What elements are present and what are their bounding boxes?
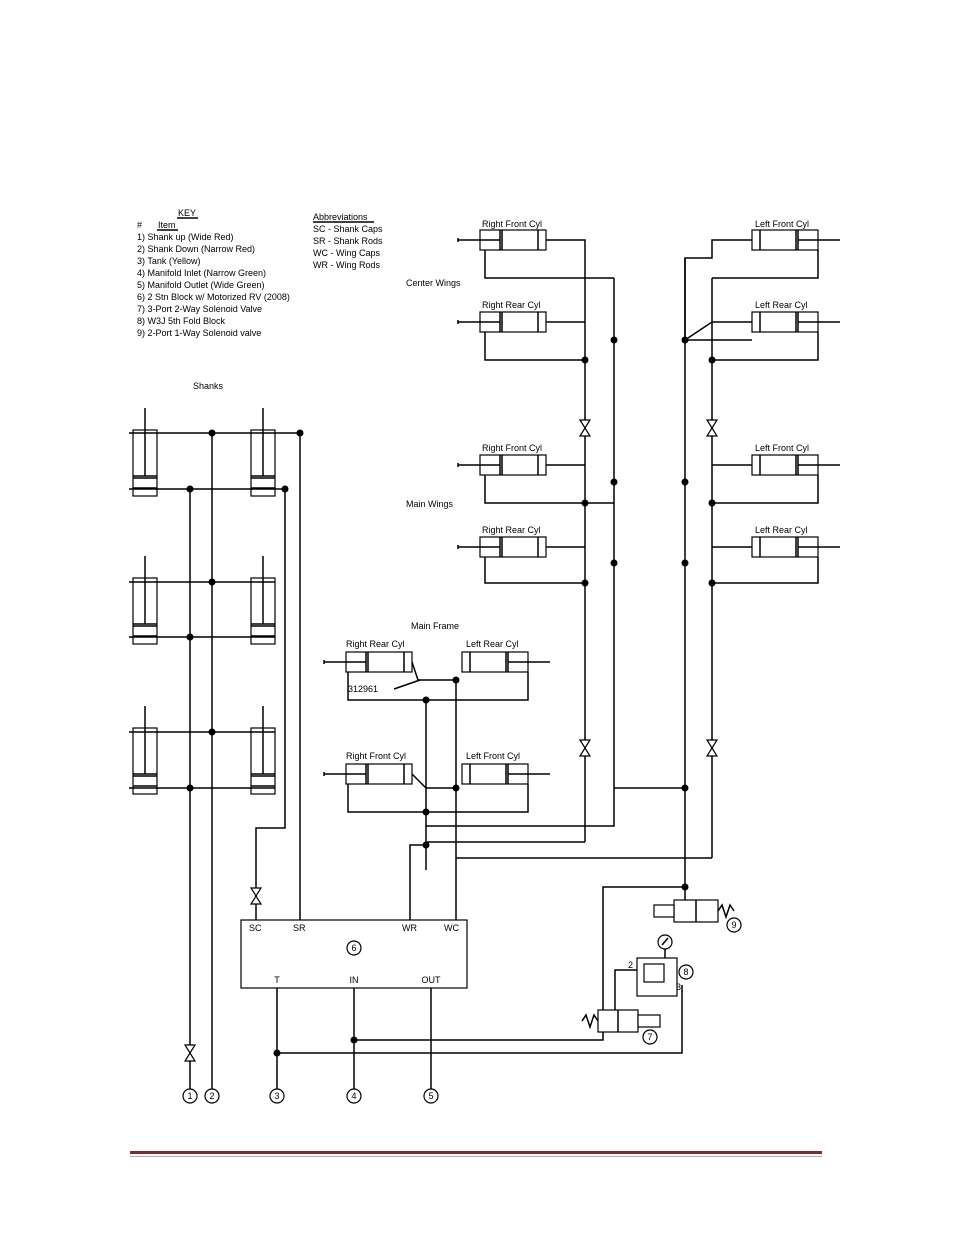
right-wing-lines — [484, 239, 685, 842]
main-frame-left-front: Left Front Cyl — [461, 751, 551, 785]
key-item: 3) Tank (Yellow) — [137, 256, 201, 266]
block-port-top: WC — [444, 923, 459, 933]
valve-7-label: 7 — [647, 1032, 652, 1042]
line-numbers: 1 2 3 4 5 — [182, 1088, 439, 1104]
block-port-top: SR — [293, 923, 306, 933]
line-number-badge — [204, 1088, 220, 1104]
center-wing-left-front: Left Front Cyl — [751, 219, 841, 251]
cyl-label: Left Rear Cyl — [466, 639, 519, 649]
check-valve-icon — [706, 739, 718, 757]
footer-rule — [130, 1151, 822, 1154]
key-item: 7) 3-Port 2-Way Solenoid Valve — [137, 304, 262, 314]
line-number-badge — [346, 1088, 362, 1104]
cyl-label: Left Front Cyl — [466, 751, 520, 761]
line-number: 5 — [428, 1091, 433, 1101]
key-item: 1) Shank up (Wide Red) — [137, 232, 234, 242]
key-item: 2) Shank Down (Narrow Red) — [137, 244, 255, 254]
line-number: 3 — [274, 1091, 279, 1101]
center-wing-right-rear: Right Rear Cyl — [457, 300, 547, 333]
shank-cylinders — [132, 407, 276, 795]
main-wing-right-front: Right Front Cyl — [457, 443, 547, 476]
abbreviations-title: Abbreviations — [313, 212, 368, 222]
cyl-label: Left Front Cyl — [755, 219, 809, 229]
abbreviation-item: SC - Shank Caps — [313, 224, 383, 234]
part-number: 312961 — [348, 684, 378, 694]
cyl-label: Right Front Cyl — [482, 219, 542, 229]
port-2-label: 2 — [628, 960, 633, 970]
line-number: 2 — [209, 1091, 214, 1101]
center-wing-left-rear: Left Rear Cyl — [751, 300, 841, 333]
section-center-wings: Center Wings — [406, 278, 461, 288]
valve-system: 9 8 2 3 7 — [581, 883, 742, 1045]
line-number-badge — [182, 1088, 198, 1104]
main-wing-left-front: Left Front Cyl — [751, 443, 841, 476]
left-wing-lines — [684, 239, 819, 887]
cyl-label: Left Rear Cyl — [755, 300, 808, 310]
check-valve-icon — [184, 1044, 196, 1062]
block-ports: SC SR WR WC T IN OUT — [249, 923, 459, 985]
line-number: 1 — [187, 1091, 192, 1101]
block-port-top: WR — [402, 923, 417, 933]
abbreviation-item: WC - Wing Caps — [313, 248, 381, 258]
block-number-badge — [346, 940, 362, 956]
section-main-wings: Main Wings — [406, 499, 454, 509]
line-number-badge — [423, 1088, 439, 1104]
check-valve-icon — [706, 419, 718, 437]
valve-9-label: 9 — [731, 920, 736, 930]
footer-rule-thin — [130, 1156, 822, 1157]
main-wing-left-rear: Left Rear Cyl — [751, 525, 841, 558]
main-frame-right-rear: Right Rear Cyl — [323, 639, 413, 673]
main-wing-right-rear: Right Rear Cyl — [457, 525, 547, 558]
key-item: 5) Manifold Outlet (Wide Green) — [137, 280, 265, 290]
cyl-label: Left Front Cyl — [755, 443, 809, 453]
key-item: 8) W3J 5th Fold Block — [137, 316, 226, 326]
block-number: 6 — [351, 943, 356, 953]
key-item: 4) Manifold Inlet (Narrow Green) — [137, 268, 266, 278]
key-item: 6) 2 Stn Block w/ Motorized RV (2008) — [137, 292, 290, 302]
cyl-label: Right Front Cyl — [482, 443, 542, 453]
block-port-bottom: IN — [350, 975, 359, 985]
block-port-top: SC — [249, 923, 262, 933]
block-port-bottom: OUT — [422, 975, 442, 985]
port-3-label: 3 — [676, 982, 681, 992]
key-header-item: Item — [158, 220, 176, 230]
main-frame-lines — [347, 661, 712, 920]
key-header-num: # — [137, 220, 142, 230]
section-main-frame: Main Frame — [411, 621, 459, 631]
abbreviation-item: WR - Wing Rods — [313, 260, 381, 270]
abbreviation-item: SR - Shank Rods — [313, 236, 383, 246]
center-wing-right-front: Right Front Cyl — [457, 219, 547, 251]
key-list: 1) Shank up (Wide Red) 2) Shank Down (Nar… — [137, 232, 290, 338]
block-lower-lines — [276, 985, 683, 1092]
key-title: KEY — [178, 208, 196, 218]
wing-junctions — [581, 336, 716, 792]
line-number-badge — [269, 1088, 285, 1104]
main-frame-left-rear: Left Rear Cyl — [461, 639, 551, 673]
block-port-bottom: T — [274, 975, 280, 985]
cyl-label: Right Rear Cyl — [482, 525, 541, 535]
main-frame-right-front: Right Front Cyl — [323, 751, 413, 785]
section-shanks: Shanks — [193, 381, 224, 391]
cyl-label: Right Rear Cyl — [482, 300, 541, 310]
valve-8-label: 8 — [683, 967, 688, 977]
cyl-label: Right Rear Cyl — [346, 639, 405, 649]
check-valve-icon — [579, 419, 591, 437]
cyl-label: Right Front Cyl — [346, 751, 406, 761]
cyl-label: Left Rear Cyl — [755, 525, 808, 535]
key-item: 9) 2-Port 1-Way Solenoid valve — [137, 328, 261, 338]
abbreviations-list: SC - Shank Caps SR - Shank Rods WC - Wing … — [313, 224, 383, 270]
check-valve-icon — [579, 739, 591, 757]
check-valve-icon — [250, 887, 262, 905]
line-number: 4 — [351, 1091, 356, 1101]
